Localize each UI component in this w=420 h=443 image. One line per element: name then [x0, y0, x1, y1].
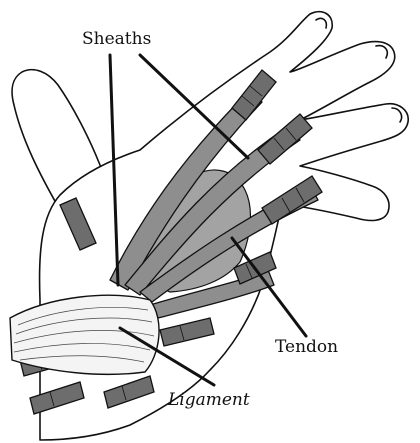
- label-sheaths: Sheaths: [82, 29, 151, 49]
- label-tendon: Tendon: [275, 337, 338, 357]
- ligament-shape: [10, 295, 159, 374]
- ligament-band: [10, 295, 159, 374]
- label-ligament: Ligament: [167, 390, 250, 410]
